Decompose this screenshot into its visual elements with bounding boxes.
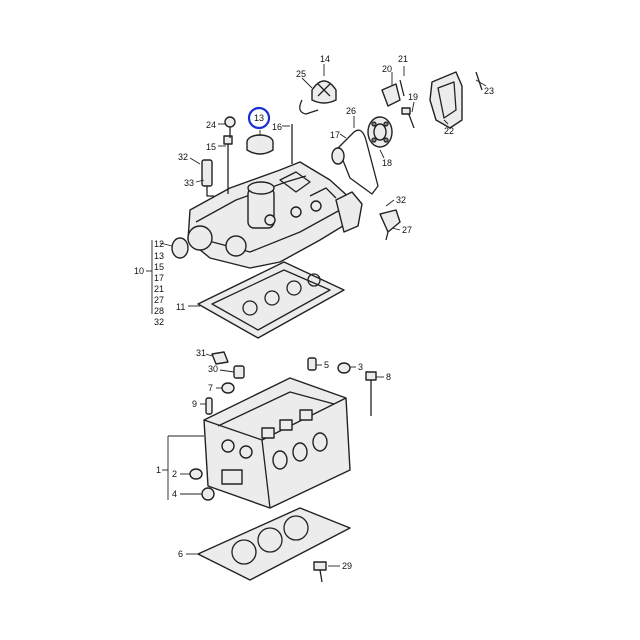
callout-list-10-d: 21 [154, 284, 164, 294]
sensor-part-left [201, 159, 214, 197]
callout-list-10-a: 13 [154, 251, 164, 261]
callout-11: 11 [176, 302, 185, 312]
callout-list-10-f: 28 [154, 306, 164, 316]
callout-1: 1 [156, 465, 161, 475]
callout-32-left: 32 [178, 152, 188, 162]
callout-list-10-g: 32 [154, 317, 164, 327]
callout-25: 25 [296, 69, 306, 79]
pin-part-9 [205, 397, 213, 415]
seal-ring-part [331, 147, 345, 165]
cap-part-7 [221, 382, 235, 394]
seal-ring-left-part [171, 237, 189, 259]
bolt-part-19 [401, 107, 415, 129]
callout-27: 27 [402, 225, 412, 235]
ring-part-4 [201, 487, 215, 501]
callout-19: 19 [408, 92, 418, 102]
callout-6: 6 [178, 549, 183, 559]
callout-8: 8 [386, 372, 391, 382]
callout-13: 13 [254, 113, 264, 123]
bolt-part-8 [365, 371, 377, 416]
callout-26: 26 [346, 106, 356, 116]
bolt-part-23 [475, 71, 483, 91]
callout-20: 20 [382, 64, 392, 74]
callout-18: 18 [382, 158, 392, 168]
callout-list-10-e: 27 [154, 295, 164, 305]
bolt-part-15 [223, 135, 233, 194]
callout-15: 15 [206, 142, 216, 152]
callout-24: 24 [206, 120, 216, 130]
sensor-part-right [379, 209, 401, 241]
timing-cover-part [429, 71, 463, 129]
callout-29: 29 [342, 561, 352, 571]
callout-32-right: 32 [396, 195, 406, 205]
cap-part [311, 80, 337, 104]
callout-10: 10 [134, 266, 144, 276]
plug-part-30 [233, 365, 245, 379]
callout-33: 33 [184, 178, 194, 188]
callout-7: 7 [208, 383, 213, 393]
callout-12: 12 [154, 239, 164, 249]
callout-16: 16 [272, 122, 282, 132]
hose-part [299, 99, 319, 115]
washer-part-2 [189, 468, 203, 480]
callout-31: 31 [196, 348, 206, 358]
callout-23: 23 [484, 86, 494, 96]
cylinder-head [203, 377, 351, 509]
plug-part-5 [307, 357, 317, 371]
callout-22: 22 [444, 126, 454, 136]
tensioner-part [381, 79, 405, 107]
sensor-part-31 [211, 351, 229, 365]
cover-gasket-part [197, 261, 345, 339]
callout-labels: 25 14 21 20 23 24 16 26 19 15 17 32 33 1… [134, 54, 494, 571]
cylinder-head-cover [187, 161, 363, 269]
callout-17: 17 [330, 130, 340, 140]
highlighted-callout-13[interactable]: 13 [247, 106, 271, 130]
filler-cap-part [246, 134, 274, 155]
callout-3: 3 [358, 362, 363, 372]
washer-part-3 [337, 362, 351, 374]
callout-14: 14 [320, 54, 330, 64]
callout-9: 9 [192, 399, 197, 409]
callout-4: 4 [172, 489, 177, 499]
bolt-part-29 [313, 561, 327, 583]
head-gasket-part [197, 507, 351, 581]
callout-5: 5 [324, 360, 329, 370]
callout-list-10-c: 17 [154, 273, 164, 283]
leader-lines [146, 64, 487, 567]
toothed-belt-part [337, 129, 379, 195]
callout-21: 21 [398, 54, 408, 64]
pulley-part [367, 116, 393, 148]
callout-list-10-b: 15 [154, 262, 164, 272]
callout-30: 30 [208, 364, 218, 374]
callout-2: 2 [172, 469, 177, 479]
stud-part-24 [224, 116, 236, 138]
